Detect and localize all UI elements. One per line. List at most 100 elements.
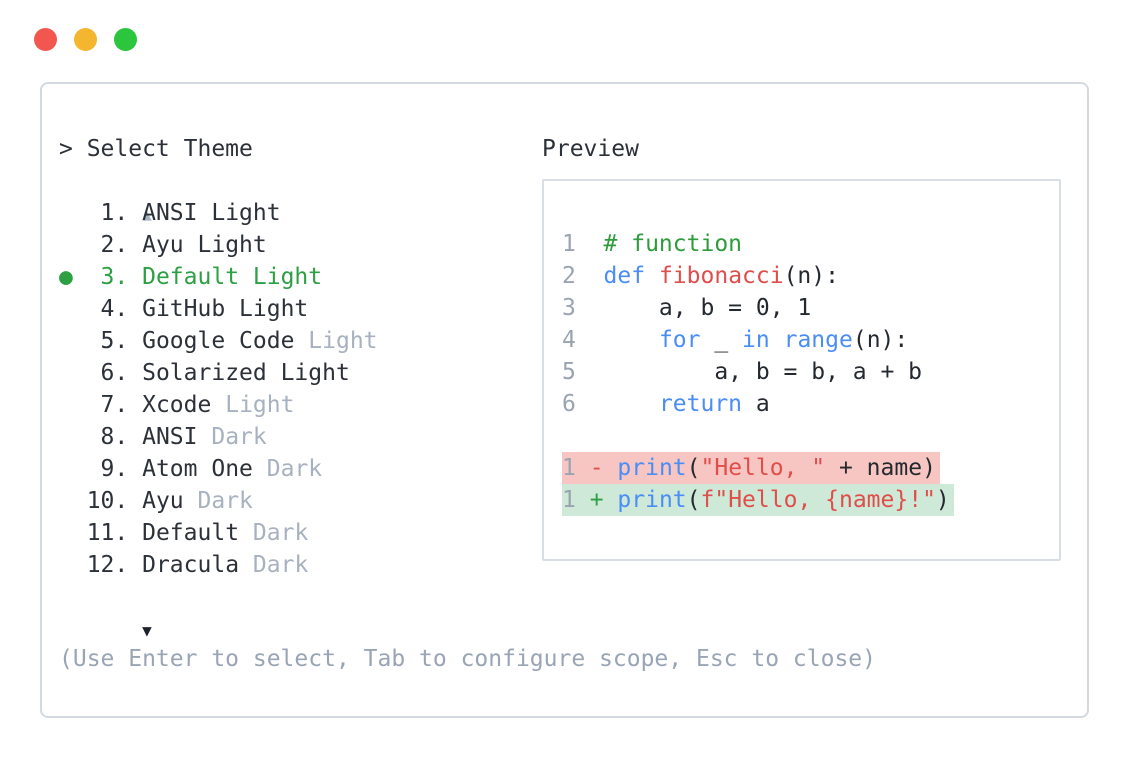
code-segment-tx (770, 327, 784, 353)
theme-item-number: 1. (86, 200, 129, 226)
theme-item-number: 4. (86, 296, 129, 322)
code-segment-tx: ( (686, 487, 701, 513)
theme-item-name: Ayu Light (142, 232, 267, 258)
theme-item-name: Solarized Light (142, 360, 350, 386)
theme-item-number: 9. (86, 456, 129, 482)
code-segment-str: "Hello, " (700, 455, 826, 481)
theme-list-item[interactable]: 1. ANSI Light (59, 197, 529, 229)
theme-item-variant: Dark (211, 424, 267, 450)
help-text: (Use Enter to select, Tab to configure s… (59, 646, 876, 672)
scroll-down-icon[interactable]: ▼ (142, 621, 152, 640)
theme-item-name: Default (142, 520, 240, 546)
marker-spacer (59, 232, 87, 258)
theme-list-item[interactable]: 9. Atom One Dark (59, 453, 529, 485)
code-segment-tx: + name) (825, 455, 936, 481)
theme-item-number: 3. (86, 264, 129, 290)
marker-spacer (59, 392, 87, 418)
code-segment-tx: (n): (783, 263, 839, 289)
marker-spacer (59, 488, 87, 514)
marker-spacer (59, 456, 87, 482)
theme-item-number: 2. (86, 232, 129, 258)
theme-item-name: Default Light (142, 264, 323, 290)
theme-item-name: Xcode (142, 392, 212, 418)
code-segment-ln: 2 (562, 263, 604, 289)
theme-item-number: 10. (86, 488, 129, 514)
code-segment-ln: 1 (562, 455, 590, 481)
theme-item-number: 12. (86, 552, 129, 578)
theme-item-name: Google Code (142, 328, 295, 354)
code-segment-kw: for (658, 327, 701, 353)
theme-list-item[interactable]: 11. Default Dark (59, 517, 529, 549)
code-line (562, 420, 1059, 452)
theme-item-name: ANSI Light (142, 200, 281, 226)
theme-item-number: 5. (86, 328, 129, 354)
code-segment-tx: _ (700, 327, 743, 353)
theme-item-variant: Dark (252, 552, 309, 578)
code-segment-kw: in (742, 327, 770, 353)
theme-list-item[interactable]: 2. Ayu Light (59, 229, 529, 261)
theme-picker-panel: > Select Theme ▲ 1. ANSI Light 2. Ayu Li… (40, 82, 1089, 718)
code-line: 6 return a (562, 388, 1059, 420)
code-segment-tx: (n): (852, 327, 909, 353)
marker-spacer (59, 520, 87, 546)
theme-list-item[interactable]: 12. Dracula Dark (59, 549, 529, 581)
close-button[interactable] (34, 28, 57, 51)
code-segment-kw: print (617, 487, 687, 513)
code-line: 3 a, b = 0, 1 (562, 292, 1059, 324)
theme-list-item[interactable]: ● 3. Default Light (59, 261, 529, 293)
code-segment-tx: a (742, 391, 770, 417)
code-line: 1 # function (562, 228, 1059, 260)
theme-list-item[interactable]: 5. Google Code Light (59, 325, 529, 357)
theme-item-number: 8. (86, 424, 129, 450)
code-line: 2 def fibonacci(n): (562, 260, 1059, 292)
code-segment-tx (604, 327, 659, 353)
theme-list-item[interactable]: 7. Xcode Light (59, 389, 529, 421)
scroll-up-icon[interactable]: ▲ (142, 205, 152, 224)
diff-added-line: 1 + print(f"Hello, {name}!") (562, 484, 954, 516)
theme-item-variant: Light (225, 392, 295, 418)
marker-spacer (59, 360, 87, 386)
theme-item-number: 6. (86, 360, 129, 386)
theme-item-number: 11. (86, 520, 129, 546)
theme-list-item[interactable]: 4. GitHub Light (59, 293, 529, 325)
theme-list: 1. ANSI Light 2. Ayu Light● 3. Default L… (59, 197, 529, 581)
code-segment-fn: fibonacci (658, 263, 784, 289)
theme-item-variant: Dark (252, 520, 309, 546)
theme-item-name: Atom One (142, 456, 253, 482)
code-segment-cm: # function (603, 231, 743, 257)
code-segment-kw: range (783, 327, 853, 353)
marker-spacer (59, 200, 87, 226)
code-segment-ln: 4 (562, 327, 604, 353)
theme-item-variant: Dark (266, 456, 323, 482)
code-segment-tx: ( (686, 455, 701, 481)
dialog-title: > Select Theme (59, 136, 253, 162)
code-line: 5 a, b = b, a + b (562, 356, 1059, 388)
preview-label: Preview (542, 136, 639, 162)
code-segment-kw: print (617, 455, 687, 481)
diff-removed-line: 1 - print("Hello, " + name) (562, 452, 940, 484)
code-segment-ln: 5 (562, 359, 604, 385)
theme-item-variant: Light (308, 328, 378, 354)
theme-item-name: GitHub Light (142, 296, 309, 322)
marker-spacer (59, 552, 87, 578)
selected-marker-icon: ● (59, 264, 87, 290)
theme-item-name: Dracula (142, 552, 240, 578)
code-line: 4 for _ in range(n): (562, 324, 1059, 356)
code-segment-kw: def (603, 263, 646, 289)
theme-list-item[interactable]: 8. ANSI Dark (59, 421, 529, 453)
code-segment-ln: 1 (562, 487, 590, 513)
theme-list-item[interactable]: 10. Ayu Dark (59, 485, 529, 517)
marker-spacer (59, 424, 87, 450)
theme-list-section: > Select Theme ▲ 1. ANSI Light 2. Ayu Li… (59, 133, 876, 675)
window-controls (34, 28, 137, 51)
code-segment-del: - (589, 455, 618, 481)
code-segment-tx: a, b = 0, 1 (603, 295, 812, 321)
code-segment-add: + (589, 487, 618, 513)
theme-list-item[interactable]: 6. Solarized Light (59, 357, 529, 389)
zoom-button[interactable] (114, 28, 137, 51)
code-segment-ln: 3 (562, 295, 604, 321)
code-segment-tx: a, b = b, a + b (603, 359, 923, 385)
code-segment-tx (645, 263, 659, 289)
minimize-button[interactable] (74, 28, 97, 51)
